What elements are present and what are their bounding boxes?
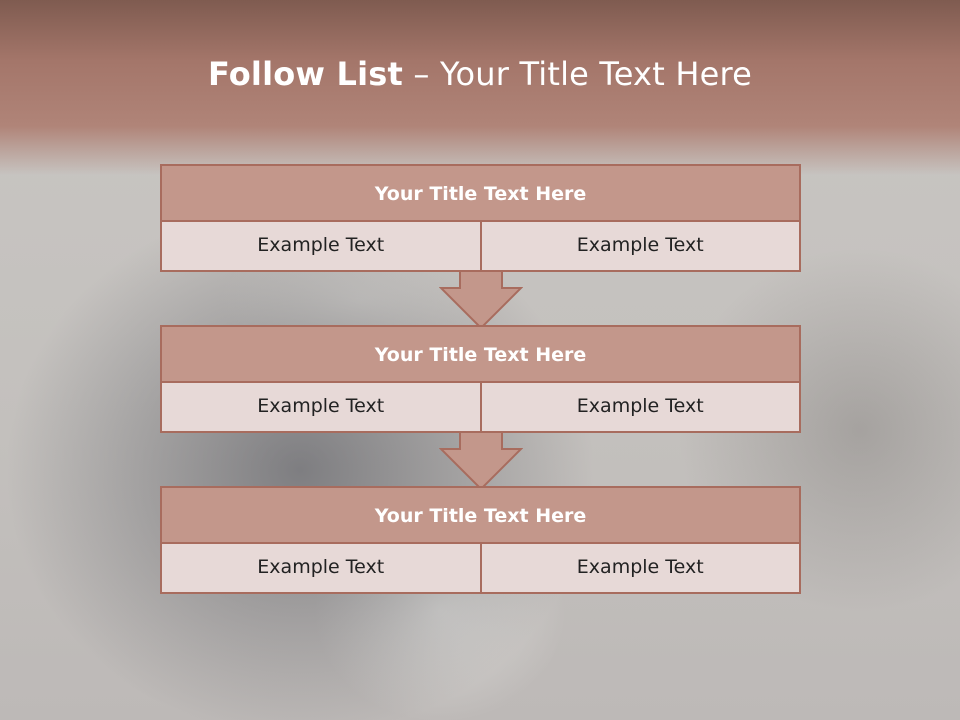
step-text-left: Example Text (162, 544, 482, 592)
step-box-3: Your Title Text Here Example Text Exampl… (160, 486, 801, 594)
down-arrow-icon (439, 270, 523, 330)
step-row: Example Text Example Text (162, 544, 799, 592)
step-row: Example Text Example Text (162, 383, 799, 431)
step-title: Your Title Text Here (162, 488, 799, 544)
header-band (0, 0, 960, 175)
slide-title: Follow List – Your Title Text Here (0, 52, 960, 96)
step-box-1: Your Title Text Here Example Text Exampl… (160, 164, 801, 272)
step-box-2: Your Title Text Here Example Text Exampl… (160, 325, 801, 433)
down-arrow-icon (439, 431, 523, 491)
slide-title-bold: Follow List (207, 55, 404, 93)
step-text-left: Example Text (162, 383, 482, 431)
step-text-right: Example Text (481, 222, 799, 270)
step-text-right: Example Text (481, 544, 799, 592)
step-title: Your Title Text Here (162, 327, 799, 383)
step-title: Your Title Text Here (162, 166, 799, 222)
step-text-left: Example Text (162, 222, 482, 270)
step-row: Example Text Example Text (162, 222, 799, 270)
slide-title-rest: – Your Title Text Here (403, 55, 753, 93)
step-text-right: Example Text (481, 383, 799, 431)
